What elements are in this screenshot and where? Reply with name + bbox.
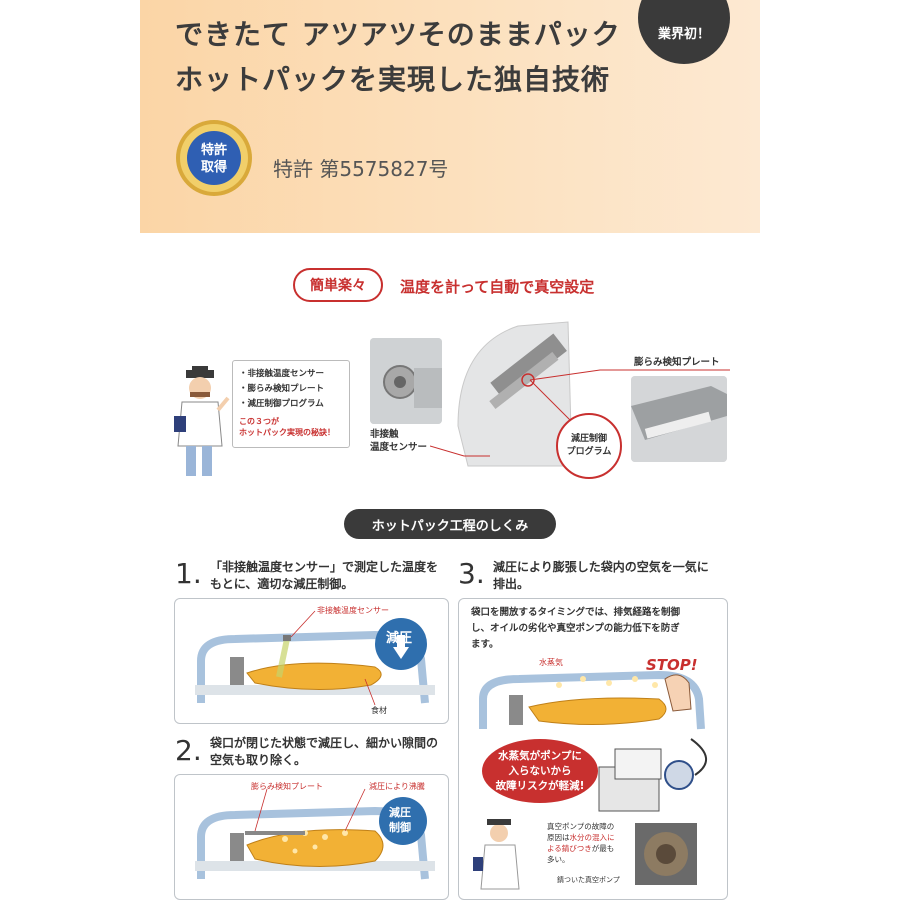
step1-number: 1. bbox=[175, 557, 202, 590]
pump-fact-line-4: 多い。 bbox=[547, 855, 570, 864]
step3-text-line-1: 減圧により膨張した袋内の空気を一気に bbox=[493, 560, 709, 574]
step3-note-line-3: ます。 bbox=[471, 639, 499, 650]
plate-label: 膨らみ検知プレート bbox=[634, 357, 720, 368]
pump-fact-line-2b: 水分の混入に bbox=[569, 833, 615, 842]
step2-text: 袋口が閉じた状態で減圧し、細かい隙間の 空気も取り除く。 bbox=[210, 735, 438, 769]
step3-steam-label: 水蒸気 bbox=[539, 658, 563, 667]
step2-badge-line-1: 減圧 bbox=[389, 806, 411, 819]
step3-text: 減圧により膨張した袋内の空気を一気に 排出。 bbox=[493, 559, 709, 593]
sensor-image bbox=[370, 338, 442, 424]
risk-bubble-line-3: 故障リスクが軽減! bbox=[495, 779, 585, 792]
step1-text-line-2: もとに、適切な減圧制御。 bbox=[210, 577, 354, 591]
pump-fact-line-3: よる錆びつきが最も bbox=[547, 843, 631, 854]
pump-fact-line-3b: が最も bbox=[591, 844, 615, 853]
machine-photo bbox=[457, 321, 573, 467]
sensor-label-line-1: 非接触 bbox=[370, 429, 399, 440]
medal-text-1: 特許 bbox=[201, 142, 227, 158]
step2-badge: 減圧 制御 bbox=[389, 805, 411, 835]
plate-photo bbox=[631, 376, 727, 462]
bubble-item-2: ・膨らみ検知プレート bbox=[239, 384, 325, 394]
patent-number: 特許 第5575827号 bbox=[273, 157, 449, 181]
step1-panel: 非接触温度センサー 食材 減圧 bbox=[174, 598, 449, 724]
bubble-secret-line-1: この３つが bbox=[239, 417, 279, 426]
step1-diagram bbox=[195, 610, 435, 706]
step3-note-line-2: し、オイルの劣化や真空ポンプの能力低下を防ぎ bbox=[471, 623, 680, 634]
headline: できたて アツアツそのままパック ホットパックを実現した独自技術 bbox=[175, 12, 621, 102]
pump-fact-line-3a: よる錆びつき bbox=[547, 844, 592, 853]
connector-lines bbox=[430, 369, 730, 457]
step1-badge: 減圧 bbox=[386, 631, 413, 646]
risk-bubble-line-1: 水蒸気がポンプに bbox=[498, 749, 582, 762]
risk-bubble-line-2: 入らないから bbox=[508, 764, 572, 777]
program-label-line-2: プログラム bbox=[566, 447, 612, 457]
easy-pill: 簡単楽々 bbox=[293, 268, 383, 302]
patent-medal-icon: 特許 取得 bbox=[176, 120, 252, 196]
step2-diagram bbox=[195, 788, 435, 880]
hero-banner: できたて アツアツそのままパック ホットパックを実現した独自技術 業界初！ 特許… bbox=[140, 0, 760, 233]
secret-bubble: ・非接触温度センサー ・膨らみ検知プレート ・減圧制御プログラム この３つが ホ… bbox=[232, 360, 350, 448]
medal-text-2: 取得 bbox=[201, 159, 227, 175]
program-circle: 減圧制御 プログラム bbox=[556, 413, 622, 479]
bubble-secret-line-2: ホットパック実現の秘訣！ bbox=[239, 428, 335, 437]
step2-plate-label: 膨らみ検知プレート bbox=[251, 782, 323, 791]
professor-illustration bbox=[174, 366, 230, 476]
step3-note-line-1: 袋口を開放するタイミングでは、排気経路を制御 bbox=[471, 607, 681, 618]
step3-text-line-2: 排出。 bbox=[493, 577, 530, 591]
pump-caption: 錆ついた真空ポンプ bbox=[557, 876, 620, 884]
pump-fact-line-2a: 原因は bbox=[547, 833, 570, 842]
pump-fact-line-2: 原因は水分の混入に bbox=[547, 832, 631, 843]
sensor-photo bbox=[370, 338, 442, 424]
stop-label: STOP! bbox=[646, 656, 698, 674]
risk-bubble: 水蒸気がポンプに 入らないから 故障リスクが軽減! bbox=[482, 739, 598, 803]
bubble-secret: この３つが ホットパック実現の秘訣！ bbox=[239, 416, 343, 438]
step3-diagram bbox=[473, 670, 707, 890]
bubble-item-1: ・非接触温度センサー bbox=[239, 369, 325, 379]
headline-line-1: できたて アツアツそのままパック bbox=[175, 18, 621, 51]
pump-fact: 真空ポンプの故障の 原因は水分の混入に よる錆びつきが最も 多い。 bbox=[547, 821, 631, 877]
plate-image bbox=[631, 376, 727, 462]
headline-line-2: ホットパックを実現した独自技術 bbox=[175, 63, 611, 96]
step3-number: 3. bbox=[458, 557, 485, 590]
step1-food-label: 食材 bbox=[371, 706, 387, 715]
step2-text-line-2: 空気も取り除く。 bbox=[210, 753, 307, 767]
program-label-line-1: 減圧制御 bbox=[570, 434, 607, 444]
pump-fact-line-1: 真空ポンプの故障の bbox=[547, 822, 615, 831]
sensor-label-line-2: 温度センサー bbox=[370, 442, 428, 453]
step2-badge-line-2: 制御 bbox=[389, 821, 411, 834]
bubble-item-3: ・減圧制御プログラム bbox=[239, 399, 324, 409]
step1-text-line-1: 「非接触温度センサー」で測定した温度を bbox=[210, 560, 439, 574]
sensor-label: 非接触 温度センサー bbox=[370, 428, 427, 454]
step1-sensor-label: 非接触温度センサー bbox=[317, 606, 389, 615]
industry-first-badge: 業界初！ bbox=[638, 0, 730, 64]
step2-number: 2. bbox=[175, 734, 202, 767]
step2-panel: 膨らみ検知プレート 減圧により沸騰 減圧 制御 bbox=[174, 774, 449, 900]
step2-text-line-1: 袋口が閉じた状態で減圧し、細かい隙間の bbox=[210, 736, 439, 750]
step2-boil-label: 減圧により沸騰 bbox=[369, 782, 425, 791]
process-pill: ホットパック工程のしくみ bbox=[344, 509, 556, 539]
step1-text: 「非接触温度センサー」で測定した温度を もとに、適切な減圧制御。 bbox=[210, 559, 438, 593]
section1-subtitle: 温度を計って自動で真空設定 bbox=[400, 278, 595, 296]
step3-note: 袋口を開放するタイミングでは、排気経路を制御 し、オイルの劣化や真空ポンプの能力… bbox=[471, 605, 680, 653]
